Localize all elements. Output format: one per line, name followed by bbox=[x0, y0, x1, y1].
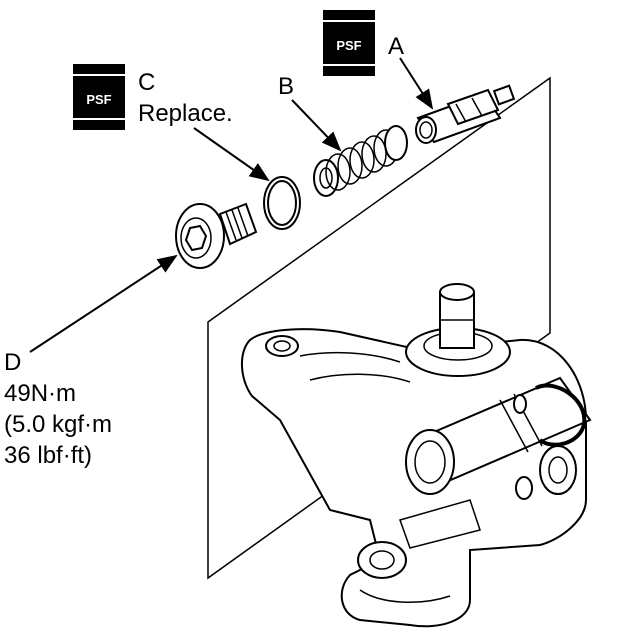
power-steering-pump-body bbox=[240, 283, 592, 628]
callout-arrow-a bbox=[399, 57, 434, 110]
torque-spec-line1: 49N·m bbox=[4, 380, 76, 407]
o-ring-part bbox=[263, 176, 301, 230]
flow-control-valve-part bbox=[415, 84, 516, 144]
plug-bolt-part bbox=[175, 202, 258, 269]
callout-arrow-d bbox=[29, 254, 178, 353]
label-b: B bbox=[278, 73, 294, 100]
torque-spec-line3: 36 lbf·ft) bbox=[4, 442, 92, 469]
label-c: C bbox=[138, 69, 155, 96]
label-d: D bbox=[4, 349, 21, 376]
label-a: A bbox=[388, 33, 404, 60]
psf-badge-text-c: PSF bbox=[86, 92, 111, 107]
torque-spec-line2: (5.0 kgf·m bbox=[4, 411, 112, 438]
psf-badge-text-a: PSF bbox=[336, 38, 361, 53]
label-c-note: Replace. bbox=[138, 100, 233, 127]
pump-plane-outline bbox=[207, 76, 551, 580]
callout-arrow-b bbox=[291, 99, 342, 152]
callout-arrow-c bbox=[193, 127, 270, 182]
psf-fluid-badge-icon-a: PSF bbox=[323, 10, 375, 76]
spring-part bbox=[313, 125, 408, 197]
psf-fluid-badge-icon-c: PSF bbox=[73, 64, 125, 130]
